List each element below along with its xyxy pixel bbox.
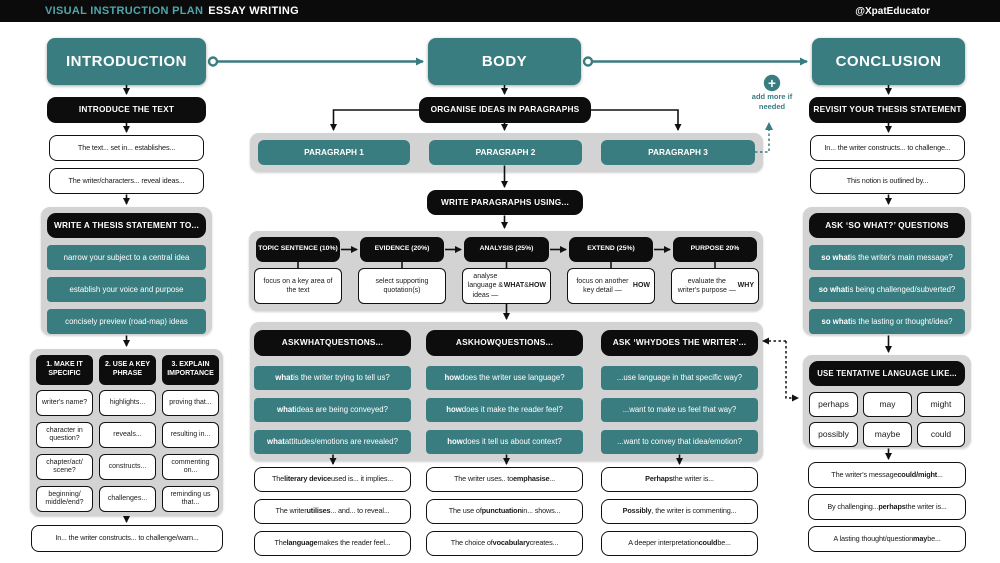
grid-cell: highlights...	[99, 390, 156, 416]
grid-header-make-it-specific: 1. MAKE IT SPECIFIC	[36, 355, 93, 385]
stage-conclusion: CONCLUSION	[812, 38, 965, 85]
grid-header-use-a-key-phrase: 2. USE A KEY PHRASE	[99, 355, 156, 385]
grid-cell: commenting on...	[162, 454, 219, 480]
step-analysis-desc: analyse language & ideas — WHAT & HOW	[462, 268, 551, 304]
page-title-main: ESSAY WRITING	[208, 5, 299, 17]
intro-final-sentence: In... the writer constructs... to challe…	[31, 525, 223, 552]
grid-cell: character in question?	[36, 422, 93, 448]
step-evidence: EVIDENCE (20%)	[360, 237, 444, 262]
so-what-header: ASK ‘SO WHAT?’ QUESTIONS	[809, 213, 965, 238]
step-organise-ideas: ORGANISE IDEAS IN PARAGRAPHS	[419, 97, 591, 123]
ask-why-q3: ...want to convey that idea/emotion?	[601, 430, 758, 454]
ask-what-q3: what attitudes/emotions are revealed?	[254, 430, 411, 454]
ask-how-q3: how does it tell us about context?	[426, 430, 583, 454]
so-what-q3: so what is the lasting or thought/idea?	[809, 309, 965, 334]
step-extend: EXTEND (25%)	[569, 237, 653, 262]
tentative-word-possibly: possibly	[809, 422, 858, 447]
why-sentence-3: A deeper interpretation could be...	[601, 531, 758, 556]
so-what-q2: so what is being challenged/subverted?	[809, 277, 965, 302]
conclusion-starter-2: This notion is outlined by...	[810, 168, 965, 194]
how-sentence-2: The use of punctuation in... shows...	[426, 499, 583, 524]
thesis-item-2: establish your voice and purpose	[47, 277, 206, 302]
how-sentence-1: The writer uses.. to emphasise...	[426, 467, 583, 492]
grid-cell: chapter/act/ scene?	[36, 454, 93, 480]
grid-cell: writer's name?	[36, 390, 93, 416]
intro-sentence-starter-2: The writer/characters... reveal ideas...	[49, 168, 204, 194]
grid-cell: beginning/ middle/end?	[36, 486, 93, 512]
conclusion-sentence-2: By challenging... perhaps the writer is.…	[808, 494, 966, 520]
ask-what-header: ASK WHAT QUESTIONS...	[254, 330, 411, 356]
tentative-word-could: could	[917, 422, 965, 447]
thesis-header: WRITE A THESIS STATEMENT TO...	[47, 213, 206, 238]
why-sentence-2: Possibly, the writer is commenting...	[601, 499, 758, 524]
tentative-word-might: might	[917, 392, 965, 417]
thesis-item-3: concisely preview (road-map) ideas	[47, 309, 206, 334]
ask-how-q2: how does it make the reader feel?	[426, 398, 583, 422]
step-introduce-the-text: INTRODUCE THE TEXT	[47, 97, 206, 123]
how-sentence-3: The choice of vocabulary creates...	[426, 531, 583, 556]
page-title-accent: VISUAL INSTRUCTION PLAN	[45, 5, 204, 17]
ask-why-q2: ...want to make us feel that way?	[601, 398, 758, 422]
step-topic-sentence: TOPIC SENTENCE (10%)	[256, 237, 340, 262]
grid-cell: resulting in...	[162, 422, 219, 448]
paragraph-2: PARAGRAPH 2	[429, 140, 582, 165]
author-handle: @XpatEducator	[855, 5, 930, 17]
why-sentence-1: Perhaps the writer is...	[601, 467, 758, 492]
what-sentence-3: The language makes the reader feel...	[254, 531, 411, 556]
step-analysis: ANALYSIS (25%)	[464, 237, 549, 262]
tentative-word-maybe: maybe	[863, 422, 912, 447]
stage-body: BODY	[428, 38, 581, 85]
ask-why-header: ASK ‘WHY DOES THE WRITER’...	[601, 330, 758, 356]
stage-introduction: INTRODUCTION	[47, 38, 206, 85]
add-more-line2: needed	[758, 102, 786, 112]
ask-how-q1: how does the writer use language?	[426, 366, 583, 390]
tentative-word-may: may	[863, 392, 912, 417]
step-evidence-desc: select supporting quotation(s)	[358, 268, 446, 304]
tentative-header: USE TENTATIVE LANGUAGE LIKE...	[809, 361, 965, 386]
intro-sentence-starter-1: The text... set in... establishes...	[49, 135, 204, 161]
grid-cell: reminding us that...	[162, 486, 219, 512]
conclusion-starter-1: In... the writer constructs... to challe…	[810, 135, 965, 161]
what-sentence-1: The literary device used is... it implie…	[254, 467, 411, 492]
grid-cell: proving that...	[162, 390, 219, 416]
step-topic-sentence-desc: focus on a key area of the text	[254, 268, 342, 304]
ask-why-q1: ...use language in that specific way?	[601, 366, 758, 390]
add-more-label: add more if needed	[740, 92, 804, 112]
thesis-item-1: narrow your subject to a central idea	[47, 245, 206, 270]
step-revisit-thesis: REVISIT YOUR THESIS STATEMENT	[809, 97, 966, 123]
so-what-q1: so what is the writer's main message?	[809, 245, 965, 270]
svg-text:+: +	[768, 76, 776, 91]
paragraph-3: PARAGRAPH 3	[601, 140, 755, 165]
add-more-line1: add more if	[751, 92, 793, 101]
grid-header-explain-importance: 3. EXPLAIN IMPORTANCE	[162, 355, 219, 385]
tentative-word-perhaps: perhaps	[809, 392, 858, 417]
add-more-icon: +	[763, 74, 781, 92]
why-to-tentative-dashed-connector	[762, 337, 799, 402]
step-extend-desc: focus on another key detail — HOW	[567, 268, 655, 304]
step-purpose: PURPOSE 20%	[673, 237, 757, 262]
grid-cell: challenges...	[99, 486, 156, 512]
what-sentence-2: The writer utilises... and... to reveal.…	[254, 499, 411, 524]
grid-cell: reveals...	[99, 422, 156, 448]
paragraph-1: PARAGRAPH 1	[258, 140, 410, 165]
ask-what-q2: what ideas are being conveyed?	[254, 398, 411, 422]
page-title: VISUAL INSTRUCTION PLAN ESSAY WRITING	[45, 5, 299, 17]
conclusion-sentence-1: The writer's message could/might...	[808, 462, 966, 488]
ask-how-header: ASK HOW QUESTIONS...	[426, 330, 583, 356]
header-bar: VISUAL INSTRUCTION PLAN ESSAY WRITING @Xp…	[0, 0, 1000, 22]
step-write-paragraphs-using: WRITE PARAGRAPHS USING...	[427, 190, 583, 215]
step-purpose-desc: evaluate the writer's purpose — WHY	[671, 268, 759, 304]
grid-cell: constructs...	[99, 454, 156, 480]
conclusion-sentence-3: A lasting thought/question may be...	[808, 526, 966, 552]
ask-what-q1: what is the writer trying to tell us?	[254, 366, 411, 390]
